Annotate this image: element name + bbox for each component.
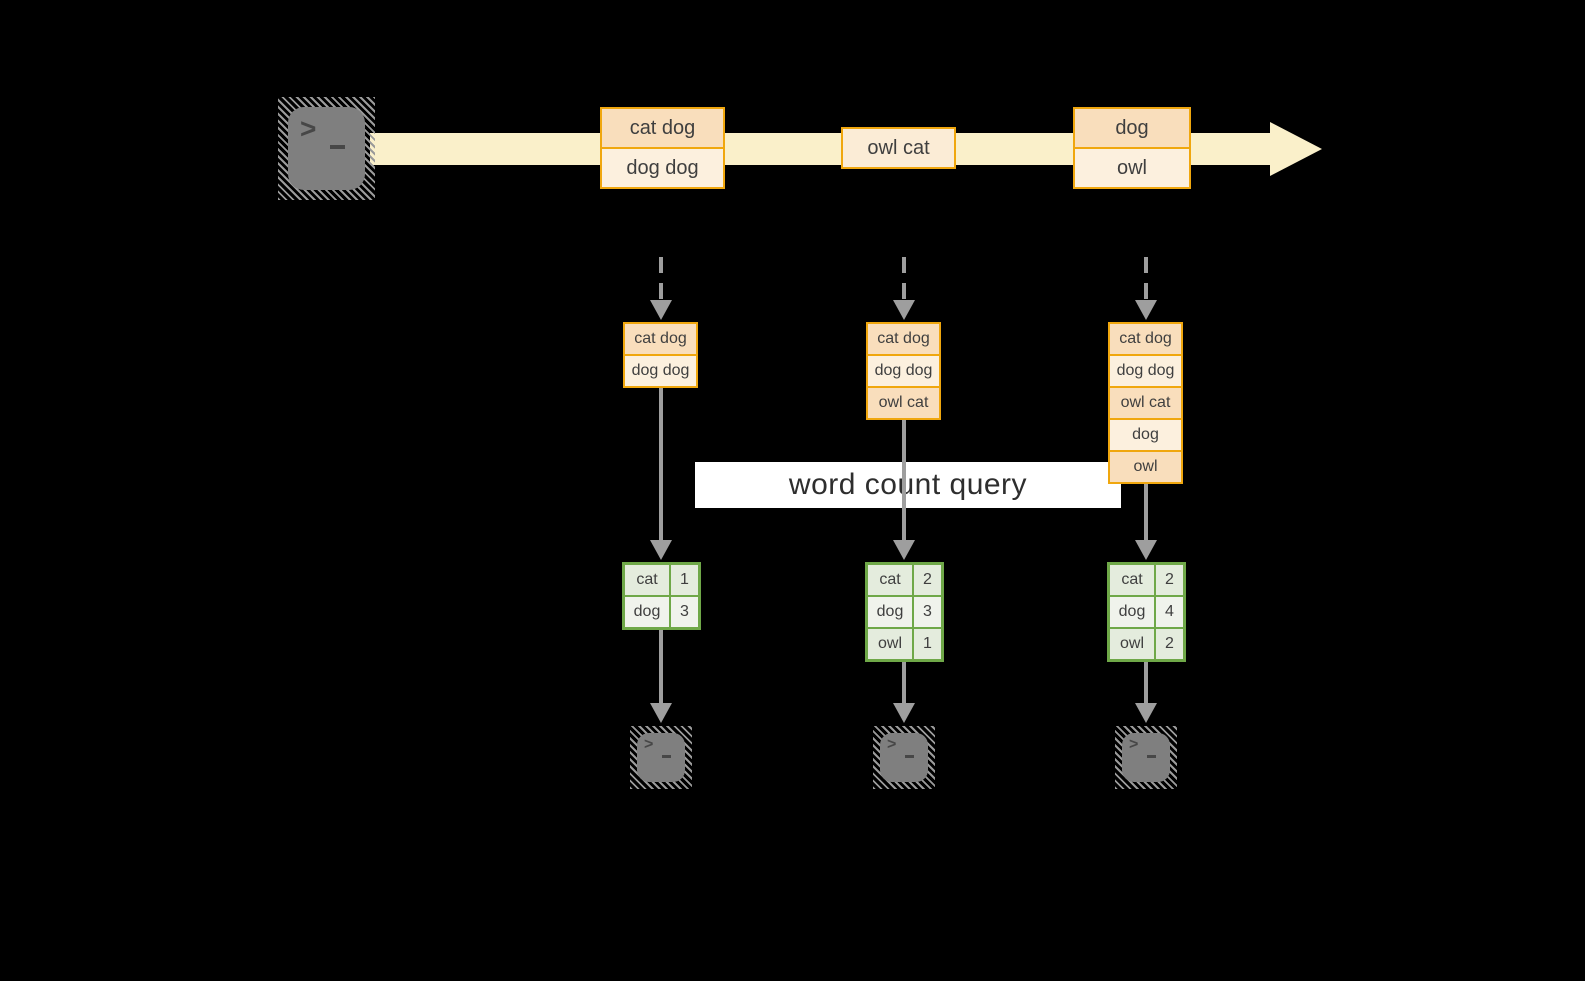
- word-cell: owl: [1110, 629, 1154, 659]
- state-record: dog: [1110, 420, 1181, 450]
- state-record: cat dog: [868, 324, 939, 354]
- terminal-icon: >: [278, 97, 375, 200]
- state-record: owl: [1110, 452, 1181, 482]
- terminal-icon: >: [630, 726, 692, 789]
- terminal-screen: >: [288, 107, 365, 190]
- connector-arrow-head-icon: [1135, 703, 1157, 723]
- dashed-arrow-head-icon: [893, 300, 915, 320]
- terminal-cursor-underscore: [1147, 755, 1156, 758]
- connector-arrow-stem: [1144, 662, 1148, 703]
- count-cell: 2: [1156, 629, 1183, 659]
- wordcount-table-1: cat 1 dog 3: [622, 562, 701, 630]
- query-label: word count query: [788, 468, 1028, 501]
- connector-arrow-head-icon: [893, 540, 915, 560]
- count-cell: 1: [914, 629, 941, 659]
- terminal-cursor-underscore: [330, 145, 345, 149]
- terminal-prompt: >: [300, 113, 317, 144]
- stream-record: cat dog: [602, 109, 723, 147]
- connector-arrow-stem: [659, 630, 663, 703]
- wordcount-table-3: cat 2 dog 4 owl 2: [1107, 562, 1186, 662]
- state-record: cat dog: [1110, 324, 1181, 354]
- word-cell: cat: [868, 565, 912, 595]
- stream-record: dog dog: [602, 149, 723, 187]
- word-cell: owl: [868, 629, 912, 659]
- terminal-prompt: >: [887, 736, 897, 753]
- dashed-arrow-head-icon: [650, 300, 672, 320]
- terminal-cursor-underscore: [905, 755, 914, 758]
- dashed-arrow-stem: [902, 257, 906, 299]
- dashed-arrow-stem: [1144, 257, 1148, 299]
- state-record: dog dog: [1110, 356, 1181, 386]
- count-cell: 1: [671, 565, 698, 595]
- connector-arrow-stem: [902, 420, 906, 540]
- terminal-screen: >: [880, 733, 928, 782]
- state-record: owl cat: [868, 388, 939, 418]
- count-cell: 3: [914, 597, 941, 627]
- connector-arrow-stem: [1144, 484, 1148, 540]
- terminal-icon: >: [873, 726, 935, 789]
- stream-record: owl: [1075, 149, 1189, 187]
- dashed-arrow-head-icon: [1135, 300, 1157, 320]
- accumulated-state-box-2: cat dog dog dog owl cat: [866, 322, 941, 420]
- stream-record: dog: [1075, 109, 1189, 147]
- word-cell: cat: [625, 565, 669, 595]
- terminal-prompt: >: [1129, 736, 1139, 753]
- query-band: word count query: [695, 462, 1121, 508]
- terminal-screen: >: [637, 733, 685, 782]
- state-record: dog dog: [625, 356, 696, 386]
- word-cell: dog: [1110, 597, 1154, 627]
- word-cell: cat: [1110, 565, 1154, 595]
- accumulated-state-box-3: cat dog dog dog owl cat dog owl: [1108, 322, 1183, 484]
- terminal-icon: >: [1115, 726, 1177, 789]
- state-record: dog dog: [868, 356, 939, 386]
- terminal-screen: >: [1122, 733, 1170, 782]
- count-cell: 3: [671, 597, 698, 627]
- connector-arrow-head-icon: [893, 703, 915, 723]
- stream-event-box-1: cat dog dog dog: [600, 107, 725, 189]
- connector-arrow-stem: [659, 388, 663, 540]
- stream-event-box-2: owl cat: [841, 127, 956, 169]
- count-cell: 4: [1156, 597, 1183, 627]
- connector-arrow-stem: [902, 662, 906, 703]
- stream-record: owl cat: [843, 129, 954, 167]
- stream-event-box-3: dog owl: [1073, 107, 1191, 189]
- word-cell: dog: [625, 597, 669, 627]
- count-cell: 2: [1156, 565, 1183, 595]
- state-record: owl cat: [1110, 388, 1181, 418]
- stream-arrow-head-icon: [1270, 122, 1322, 176]
- connector-arrow-head-icon: [650, 703, 672, 723]
- connector-arrow-head-icon: [1135, 540, 1157, 560]
- terminal-cursor-underscore: [662, 755, 671, 758]
- state-record: cat dog: [625, 324, 696, 354]
- dashed-arrow-stem: [659, 257, 663, 299]
- count-cell: 2: [914, 565, 941, 595]
- terminal-prompt: >: [644, 736, 654, 753]
- wordcount-table-2: cat 2 dog 3 owl 1: [865, 562, 944, 662]
- word-cell: dog: [868, 597, 912, 627]
- accumulated-state-box-1: cat dog dog dog: [623, 322, 698, 388]
- connector-arrow-head-icon: [650, 540, 672, 560]
